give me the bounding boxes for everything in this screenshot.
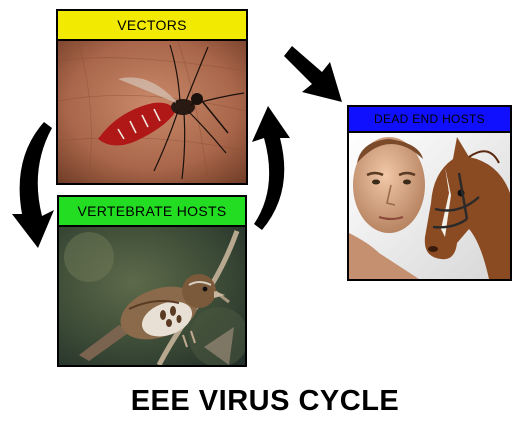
vectors-label: VECTORS [58, 11, 246, 41]
human-horse-image [349, 133, 510, 279]
vertebrate-hosts-node: VERTEBRATE HOSTS [57, 195, 247, 367]
arrow-vectors-to-vertebrate [12, 122, 54, 248]
vectors-node: VECTORS [56, 9, 248, 185]
mosquito-image [58, 41, 246, 183]
diagram-caption: EEE VIRUS CYCLE [130, 385, 400, 417]
vertebrate-hosts-label: VERTEBRATE HOSTS [59, 197, 245, 227]
dead-end-hosts-label: DEAD END HOSTS [349, 107, 510, 133]
arrow-vectors-to-dead-end [284, 46, 342, 102]
sparrow-image [59, 227, 245, 365]
dead-end-hosts-node: DEAD END HOSTS [347, 105, 512, 281]
arrow-vertebrate-to-vectors [252, 106, 290, 230]
